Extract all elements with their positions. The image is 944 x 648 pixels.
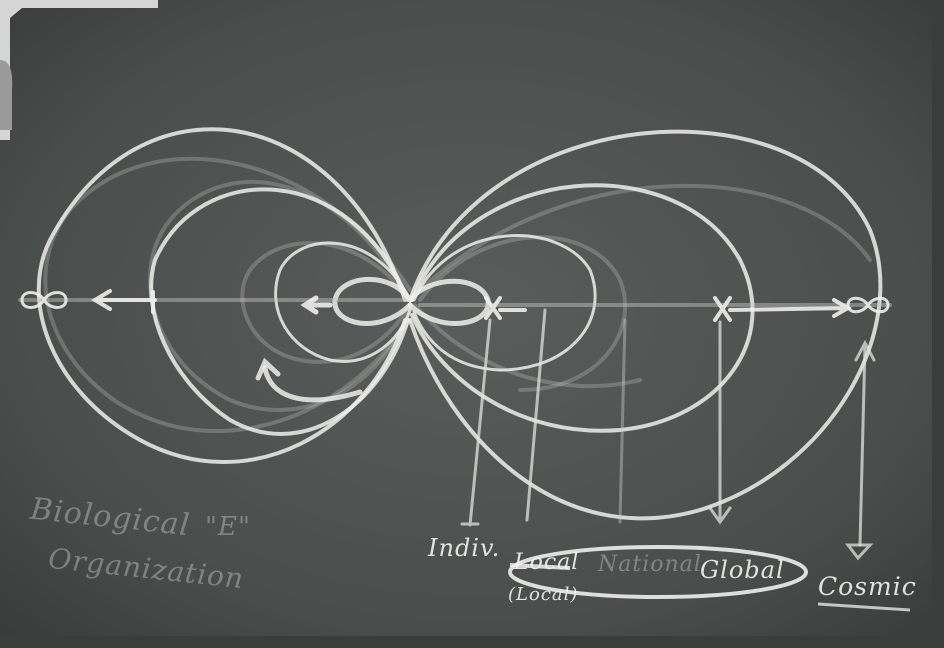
left-infinity — [20, 291, 68, 309]
vertical-drop-lines — [460, 308, 876, 561]
board-frame-bottom — [0, 636, 944, 648]
bright-field-lines — [36, 127, 883, 521]
right-inner-loop — [412, 234, 597, 372]
right-outer-loop — [408, 129, 883, 521]
left-inner-loop — [274, 241, 412, 363]
right-middle-loop — [410, 183, 755, 433]
left-arrow-1 — [91, 289, 157, 311]
label-local-sub: (Local) — [508, 584, 579, 605]
label-cosmic: Cosmic — [818, 572, 917, 601]
board-frame-right — [932, 0, 944, 648]
local-strike — [509, 563, 571, 570]
label-local: Local — [514, 550, 580, 575]
horizontal-axis — [18, 289, 892, 322]
left-arrow-2 — [300, 295, 333, 315]
corner-glare-shadow — [0, 60, 13, 130]
label-national: National — [598, 552, 702, 577]
left-outer-loop — [36, 127, 407, 465]
grouping-ellipse — [508, 545, 808, 599]
right-infinity — [846, 296, 890, 314]
curved-arrow — [262, 365, 363, 403]
label-global: Global — [700, 556, 785, 584]
left-middle-loop — [149, 187, 410, 436]
cosmic-underline — [817, 602, 911, 612]
center-left-loop — [332, 276, 413, 326]
label-e: "E" — [205, 512, 251, 542]
label-indiv: Indiv. — [428, 534, 501, 562]
